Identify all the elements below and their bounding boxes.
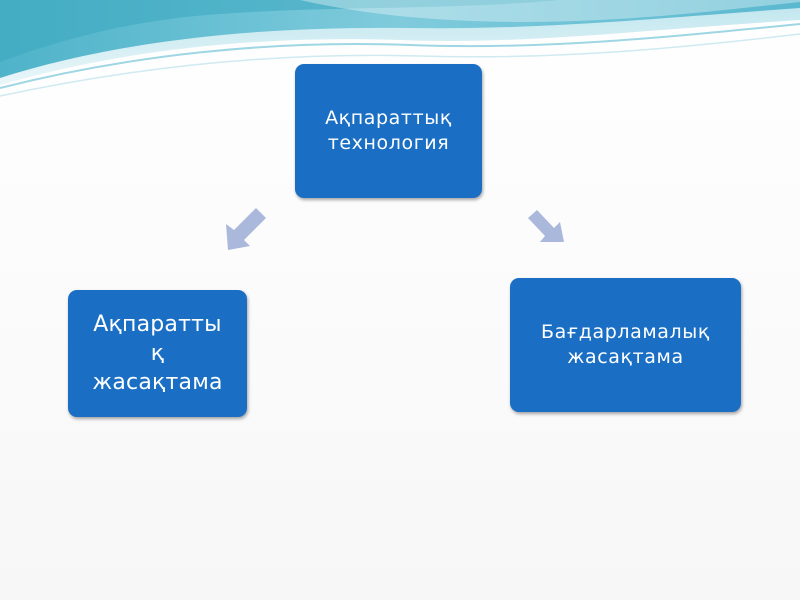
node-information-technology-label: Ақпараттық технология [325,107,452,154]
node-information-support: Ақпаратты қ жасақтама [68,290,247,417]
node-information-support-label: Ақпаратты қ жасақтама [92,312,223,395]
node-software-label: Бағдарламалық жасақтама [541,321,710,368]
arrow-down-left-icon [226,208,266,250]
arrow-down-right-icon [528,210,564,242]
node-software: Бағдарламалық жасақтама [510,278,741,412]
node-information-technology: Ақпараттық технология [295,64,482,198]
header-wave-decoration [0,0,800,97]
